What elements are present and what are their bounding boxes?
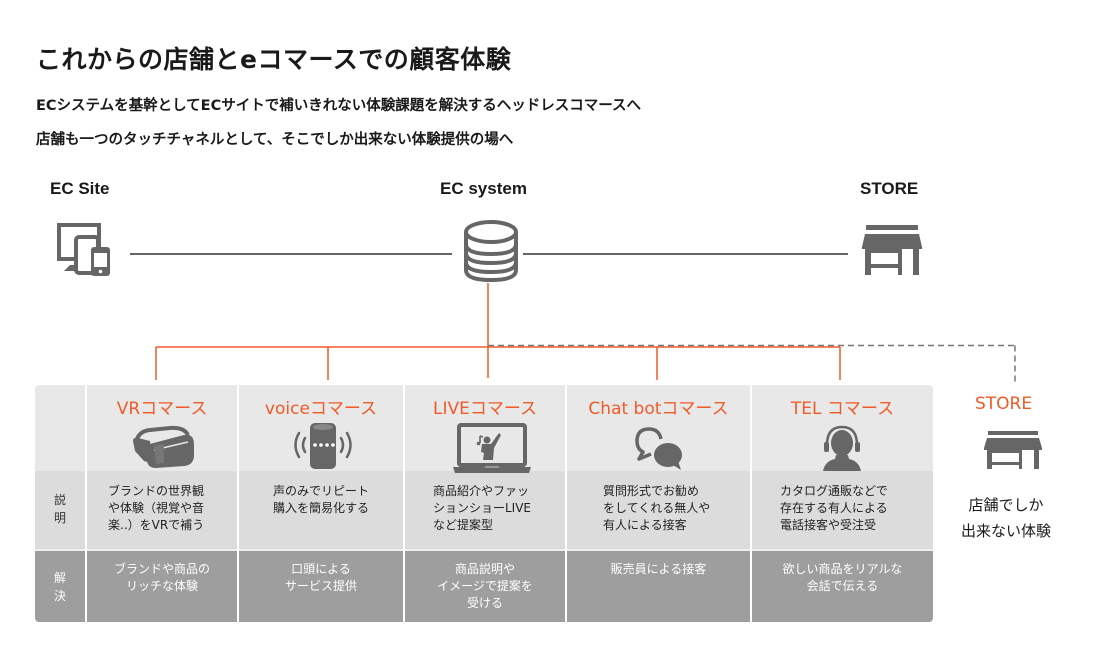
store-icon [862,225,922,275]
page-title: これからの店舗とeコマースでの顧客体験 [36,45,512,74]
table-row-description [35,471,933,549]
column-title-tel: TEL コマース [790,399,895,419]
description-voice: 声のみでリピート 購入を簡易化する [272,484,369,515]
database-icon [464,220,518,283]
column-divider [750,385,752,622]
subtitle-headless: ECシステムを基幹としてECサイトで補いきれない体験課題を解決するヘッドレスコマ… [36,98,641,114]
column-title-voice: voiceコマース [264,399,378,419]
store-channel-title: STORE [975,394,1033,414]
description-live: 商品紹介やファッ ションショーLIVE など提案型 [433,484,532,532]
devices-icon [57,223,110,276]
ec-site-label: EC Site [50,179,110,198]
subtitle-store: 店舗も一つのタッチチャネルとして、そこでしか出来ない体験提供の場へ [36,132,514,148]
row-divider [35,549,933,551]
column-divider [237,385,239,622]
row-label-solution: 解 決 [53,571,66,603]
solution-voice: 口頭による サービス提供 [284,562,357,593]
connector-site-system [130,253,452,255]
store-channel-icon [984,431,1042,469]
ec-system-label: EC system [440,179,527,198]
column-title-live: LIVEコマース [432,399,537,419]
store-label: STORE [860,179,919,198]
channel-tree-connector [155,283,1016,383]
chat-bubbles-icon [635,427,682,470]
solution-vr: ブランドや商品の リッチな体験 [113,562,210,593]
vr-headset-icon [133,425,194,468]
solution-tel: 欲しい商品をリアルな 会話で伝える [782,562,903,593]
column-title-chatbot: Chat botコマース [588,399,729,419]
description-chatbot: 質問形式でお勧め をしてくれる無人や 有人による接客 [603,484,711,532]
table-row-solution [35,551,933,622]
headset-operator-icon [823,425,861,471]
column-title-vr: VRコマース [116,399,208,419]
solution-live: 商品説明や イメージで提案を 受ける [437,562,533,610]
column-divider [85,385,87,622]
column-divider [403,385,405,622]
channel-table: 説 明 解 決 VRコマース ブランドの世界観 や体験（視覚や音 楽..）をVR… [35,385,933,622]
description-vr: ブランドの世界観 や体験（視覚や音 楽..）をVRで補う [108,484,205,532]
smart-speaker-icon [294,423,352,469]
column-divider [565,385,567,622]
row-label-description: 説 明 [53,493,66,525]
laptop-live-icon [453,423,531,473]
connector-system-store [523,253,848,255]
store-channel-description: 店舗でしか 出来ない体験 [960,496,1051,540]
solution-chatbot: 販売員による接客 [610,562,707,576]
description-tel: カタログ通販などで 存在する有人による 電話接客や受注受 [780,484,888,532]
